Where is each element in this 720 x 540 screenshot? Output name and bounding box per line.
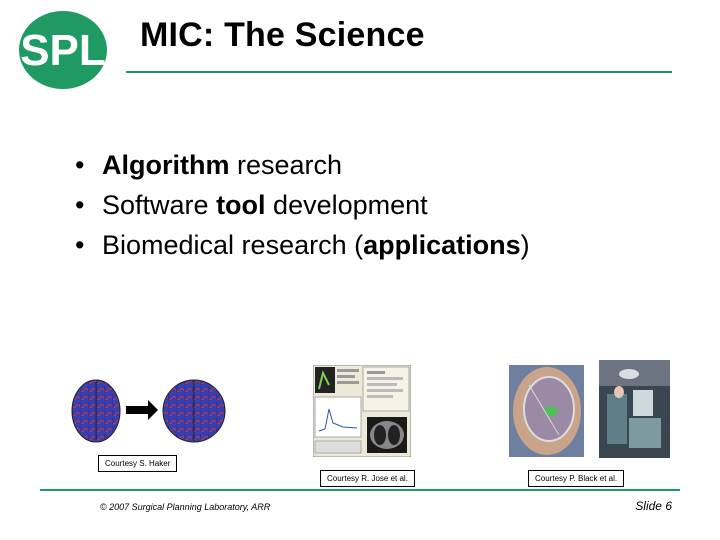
bullet-item: • Software tool development	[75, 185, 530, 225]
bullet-text: Biomedical research (	[102, 230, 364, 260]
arrow-right-icon	[126, 400, 158, 420]
bullet-text: research	[229, 150, 343, 180]
bullet-bold-text: applications	[363, 230, 521, 260]
operating-room-image	[599, 360, 670, 458]
bullet-text: Software	[102, 190, 217, 220]
bullet-list: • Algorithm research • Software tool dev…	[75, 145, 530, 265]
bullet-icon: •	[75, 190, 85, 220]
brain-mapping-image	[71, 379, 226, 443]
bullet-icon: •	[75, 230, 85, 260]
bullet-item: • Algorithm research	[75, 145, 530, 185]
bullet-item: • Biomedical research (applications)	[75, 225, 530, 265]
head-model-image	[509, 365, 584, 457]
bullet-bold-text: tool	[216, 190, 266, 220]
title-divider	[126, 71, 672, 73]
logo-text: SPL	[20, 26, 106, 75]
page-title: MIC: The Science	[140, 16, 425, 54]
spl-logo: SPL	[19, 11, 107, 89]
figure-caption: Courtesy R. Jose et al.	[320, 470, 415, 487]
footer-divider	[40, 489, 680, 491]
software-tool-screenshot	[313, 365, 411, 457]
slide-number: Slide 6	[635, 499, 672, 513]
figure-caption: Courtesy S. Haker	[98, 455, 178, 472]
figure-caption: Courtesy P. Black et al.	[528, 470, 625, 487]
bullet-text: development	[265, 190, 428, 220]
bullet-bold-text: Algorithm	[102, 150, 230, 180]
bullet-text: )	[520, 230, 530, 260]
footer-copyright: © 2007 Surgical Planning Laboratory, ARR	[100, 502, 271, 512]
bullet-icon: •	[75, 150, 85, 180]
